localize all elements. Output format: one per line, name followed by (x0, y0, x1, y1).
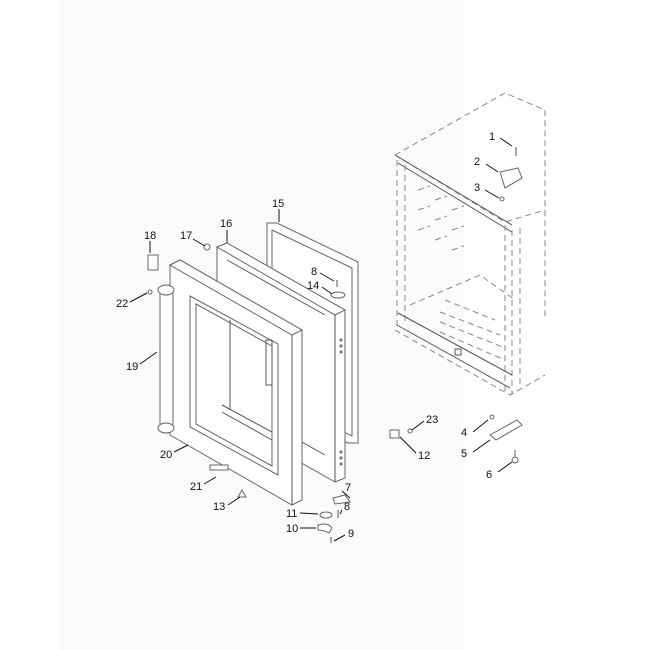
callout-11: 11 (286, 508, 297, 520)
part-12 (389, 429, 400, 439)
part-3 (499, 196, 505, 202)
part-22 (147, 289, 153, 295)
callout-4: 4 (461, 427, 467, 439)
callout-8-lower: 8 (344, 501, 350, 513)
callout-12: 12 (418, 450, 430, 462)
part-5 (489, 419, 523, 441)
callouts: 1 2 3 4 5 6 7 8 8 9 10 11 12 13 14 15 16… (116, 131, 513, 542)
part-7 (332, 494, 351, 505)
callout-6: 6 (486, 469, 492, 481)
part-17 (203, 243, 211, 251)
callout-7: 7 (345, 482, 351, 494)
callout-19: 19 (126, 361, 138, 373)
callout-16: 16 (220, 218, 232, 230)
callout-14: 14 (307, 280, 319, 292)
part-18 (147, 254, 159, 271)
callout-13: 13 (213, 501, 225, 513)
part-4 (489, 414, 495, 420)
small-parts (147, 147, 523, 543)
callout-17: 17 (180, 230, 192, 242)
cabinet (394, 92, 546, 396)
callout-10: 10 (286, 523, 298, 535)
part-21 (209, 464, 229, 471)
callout-9: 9 (348, 528, 354, 540)
callout-5: 5 (461, 448, 467, 460)
part-10 (317, 523, 333, 534)
callout-20: 20 (160, 449, 172, 461)
part-14 (330, 291, 346, 299)
callout-8-upper: 8 (311, 266, 317, 278)
part-23 (407, 428, 413, 434)
callout-22: 22 (116, 298, 128, 310)
part-2 (499, 167, 523, 189)
part-11 (319, 511, 333, 519)
callout-21: 21 (190, 481, 202, 493)
outer-door (168, 259, 304, 506)
callout-1: 1 (489, 131, 495, 143)
callout-18: 18 (144, 230, 156, 242)
part-13 (237, 488, 247, 498)
callout-3: 3 (474, 182, 480, 194)
door-handle (157, 284, 175, 434)
callout-2: 2 (474, 156, 480, 168)
callout-23: 23 (426, 414, 438, 426)
callout-15: 15 (272, 198, 284, 210)
